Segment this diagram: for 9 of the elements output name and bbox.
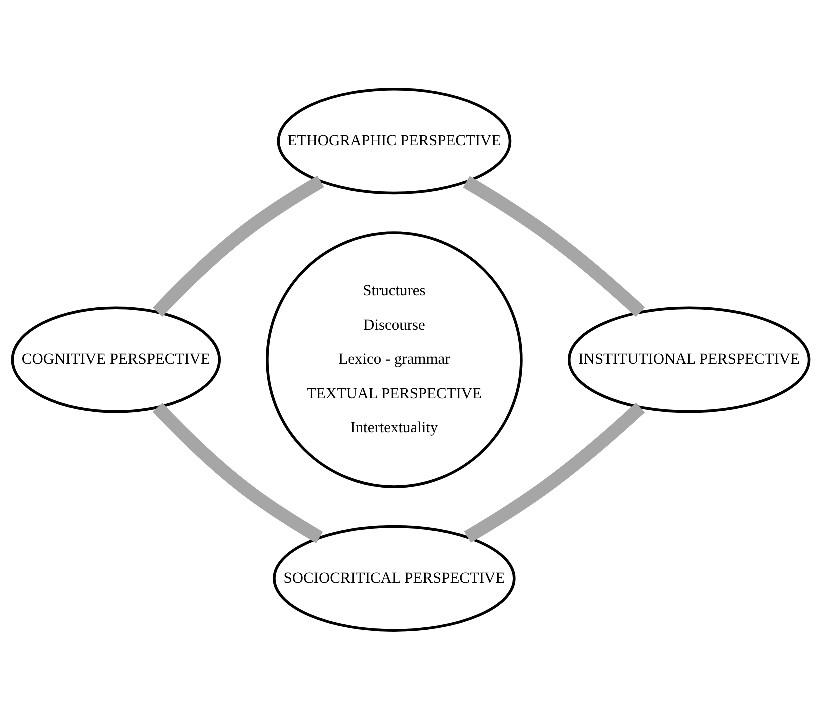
node-circle: Structures Discourse Lexico - grammar TEXTUAL PERSPECTIVE Intertextuality xyxy=(266,232,523,488)
node-ellipse: SOCIOCRITICAL PERSPECTIVE xyxy=(273,525,516,632)
node-ellipse: COGNITIVE PERSPECTIVE xyxy=(11,306,222,414)
connector xyxy=(464,402,646,544)
connector xyxy=(153,403,324,544)
node-ellipse: ETHOGRAPHIC PERSPECTIVE xyxy=(277,88,512,195)
node-ellipse: INSTITUTIONAL PERSPECTIVE xyxy=(568,306,811,414)
connector xyxy=(153,176,324,317)
connector xyxy=(463,176,646,318)
